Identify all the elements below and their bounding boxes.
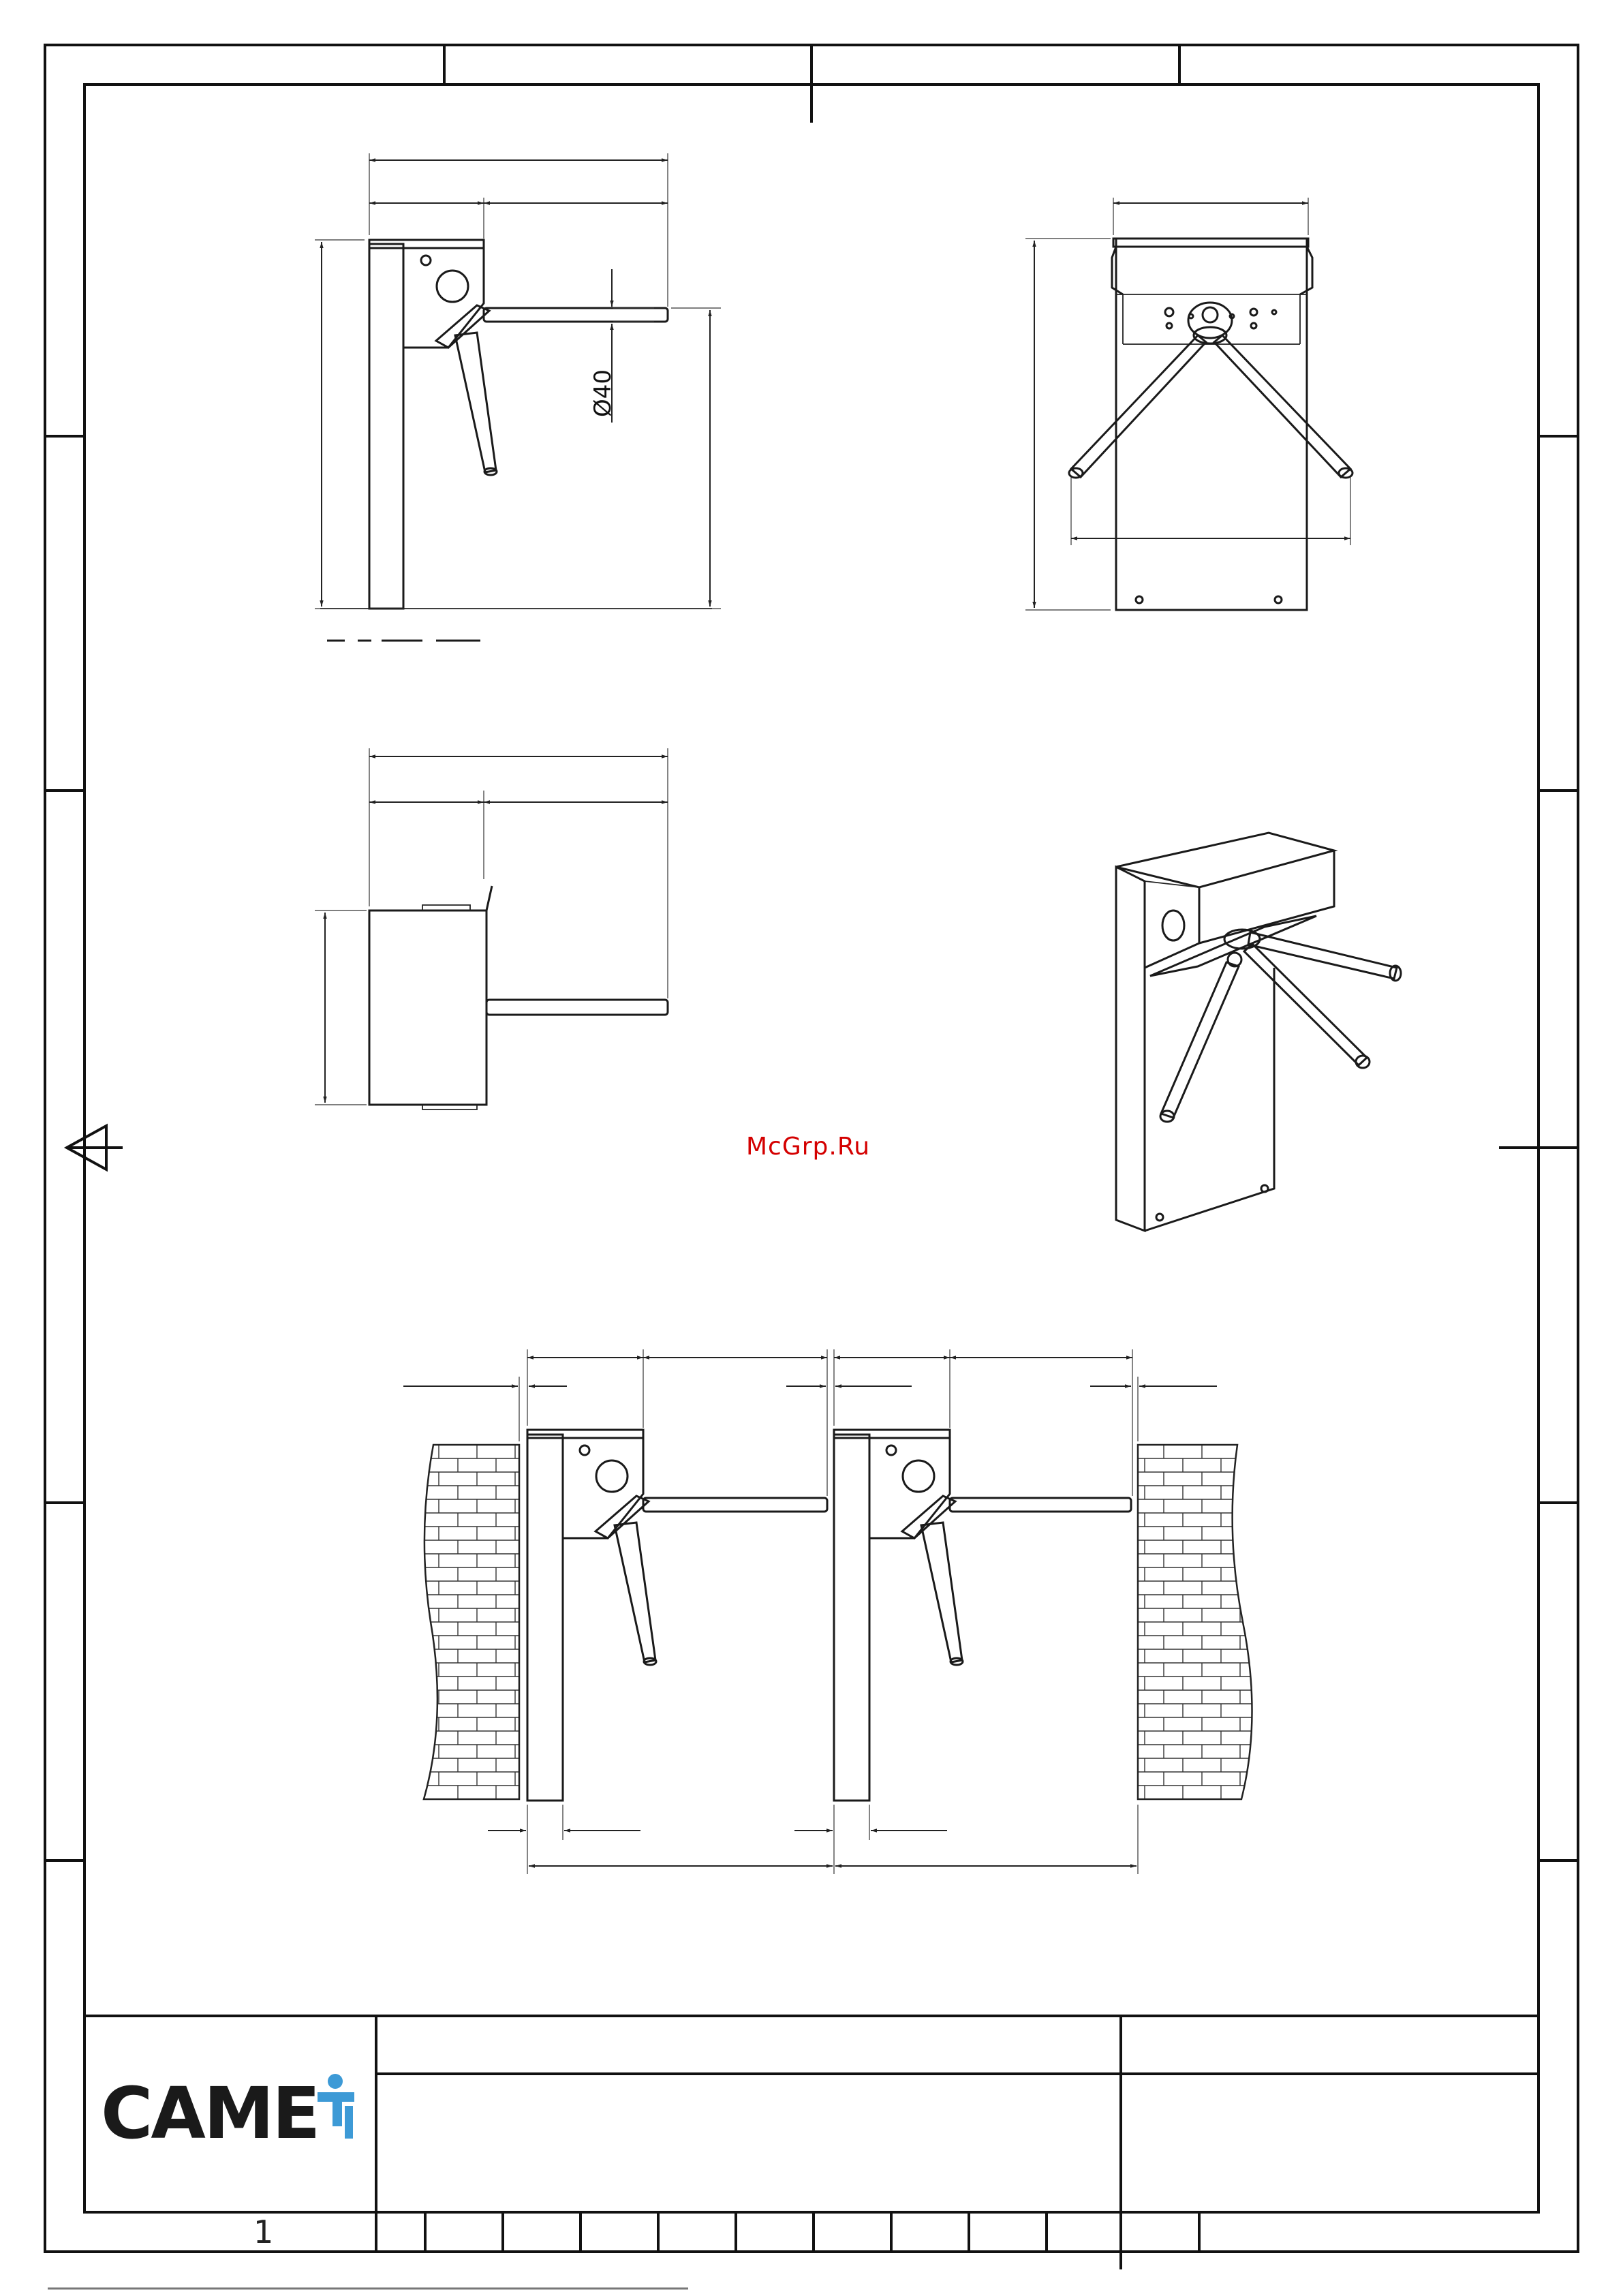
turnstile-left-unit: [527, 1430, 827, 1801]
installation-layout-view: [403, 1349, 1252, 1874]
side-elevation-view: Ø40: [315, 153, 721, 641]
watermark-text: McGrp.Ru: [746, 1133, 870, 1161]
centering-triangle-icon: [67, 1126, 123, 1169]
came-t-logo-icon: [318, 2074, 354, 2139]
turnstile-right-unit: [834, 1430, 1131, 1801]
isometric-view: [1116, 833, 1401, 1231]
front-elevation-view: [1025, 198, 1352, 610]
plan-view: [315, 748, 668, 1109]
brand-logo-text: CAME: [101, 2072, 318, 2155]
diameter-label: Ø40: [589, 369, 617, 417]
sheet-number: 1: [253, 2214, 273, 2250]
